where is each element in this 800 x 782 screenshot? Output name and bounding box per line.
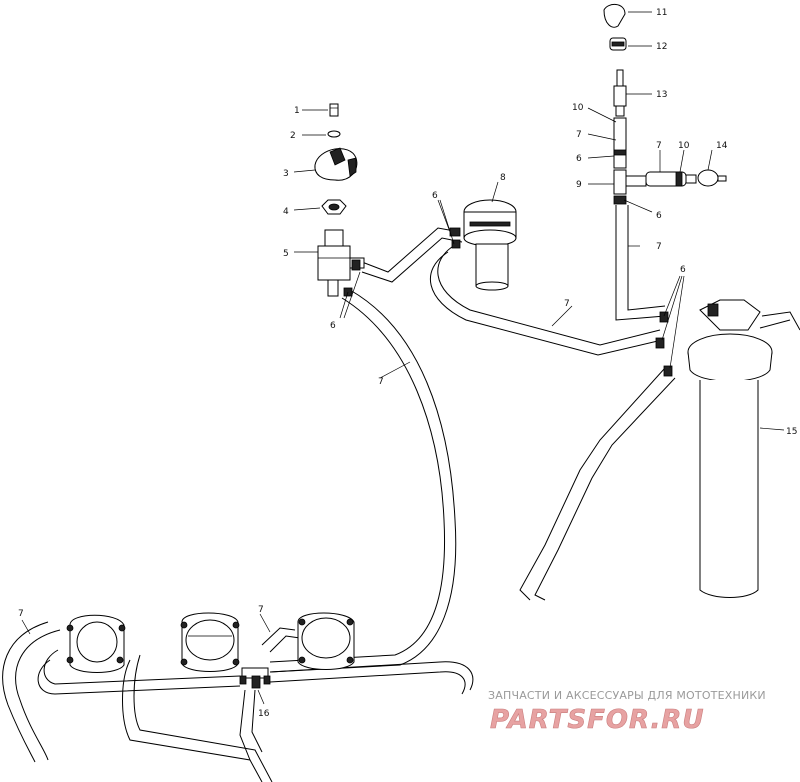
vent-cap-part	[603, 4, 626, 28]
callout-7-cross: 7	[564, 299, 570, 309]
watermark: ЗАПЧАСТИ И АКСЕССУАРЫ ДЛЯ МОТОТЕХНИКИ PA…	[488, 689, 766, 735]
callout-15: 15	[786, 427, 797, 437]
callout-labels: 1 2 3 4 5 6 6 7 8 11 12 13 10 7 6 9 7 10…	[18, 8, 797, 719]
check-valve-part	[609, 37, 627, 51]
bolt-part	[329, 103, 339, 117]
callout-6-tank: 6	[680, 265, 686, 275]
nut-part	[321, 199, 347, 215]
callout-10-upper: 10	[572, 103, 584, 113]
callout-9: 9	[576, 180, 582, 190]
callout-5: 5	[283, 249, 289, 259]
watermark-logo: PARTSFOR.RU	[490, 705, 704, 735]
rollover-valve-part	[645, 169, 727, 187]
vent-fitting-part	[613, 69, 627, 117]
callout-7-short: 7	[656, 141, 662, 151]
callout-14: 14	[716, 141, 728, 151]
leader-lines	[21, 11, 785, 705]
callout-6-pump: 6	[330, 321, 336, 331]
callout-6-filter: 6	[432, 191, 438, 201]
callout-1: 1	[294, 106, 300, 116]
callout-12: 12	[656, 42, 667, 52]
fuel-pump-part	[317, 229, 365, 297]
carburetor-center	[180, 612, 240, 672]
fuel-filter-part	[463, 199, 517, 291]
vent-hose-part	[613, 117, 627, 169]
callout-6-tee: 6	[656, 211, 662, 221]
washer-part	[327, 130, 341, 138]
carburetor-right	[297, 612, 355, 670]
hose-lines	[2, 205, 800, 782]
callout-7-down: 7	[656, 242, 662, 252]
mount-bracket-part	[314, 147, 358, 181]
carburetor-left	[66, 614, 126, 673]
tee-fitting-lower-part	[241, 667, 269, 689]
callout-16: 16	[258, 709, 270, 719]
tee-fitting-part	[613, 169, 647, 205]
callout-7-center: 7	[258, 605, 264, 615]
callout-7-main: 7	[378, 377, 384, 387]
callout-6-vent: 6	[576, 154, 582, 164]
callout-8: 8	[500, 173, 506, 183]
callout-11: 11	[656, 8, 667, 18]
callout-7-left: 7	[18, 609, 24, 619]
callout-2: 2	[290, 131, 296, 141]
hose-clamps	[239, 227, 673, 685]
callout-10-lower: 10	[678, 141, 690, 151]
fuel-tank-part	[687, 299, 773, 598]
watermark-tagline: ЗАПЧАСТИ И АКСЕССУАРЫ ДЛЯ МОТОТЕХНИКИ	[488, 689, 766, 702]
callout-13: 13	[656, 90, 667, 100]
callout-7-vent: 7	[576, 130, 582, 140]
callout-3: 3	[283, 169, 289, 179]
callout-4: 4	[283, 207, 289, 217]
